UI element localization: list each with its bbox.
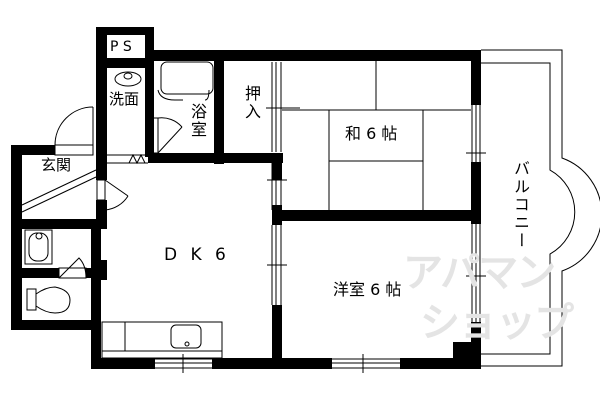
room-label-washroom: 洗面 xyxy=(109,90,140,108)
room-label-bathroom: 浴室 xyxy=(188,103,207,139)
watermark-line2: ショップ xyxy=(420,300,574,346)
room-label-balcony: バルコニー xyxy=(511,160,530,250)
watermark-line1: アパマン xyxy=(403,250,556,296)
fixtures xyxy=(21,39,600,373)
room-label-ps: P S xyxy=(110,39,132,55)
room-label-japanese-room: 和 6 帖 xyxy=(345,124,398,143)
walls xyxy=(11,27,481,369)
room-label-closet: 押入 xyxy=(242,85,261,121)
room-label-entrance: 玄関 xyxy=(41,156,72,174)
room-label-dk: D K 6 xyxy=(164,245,230,265)
room-label-western-room: 洋室 6 帖 xyxy=(333,280,402,299)
